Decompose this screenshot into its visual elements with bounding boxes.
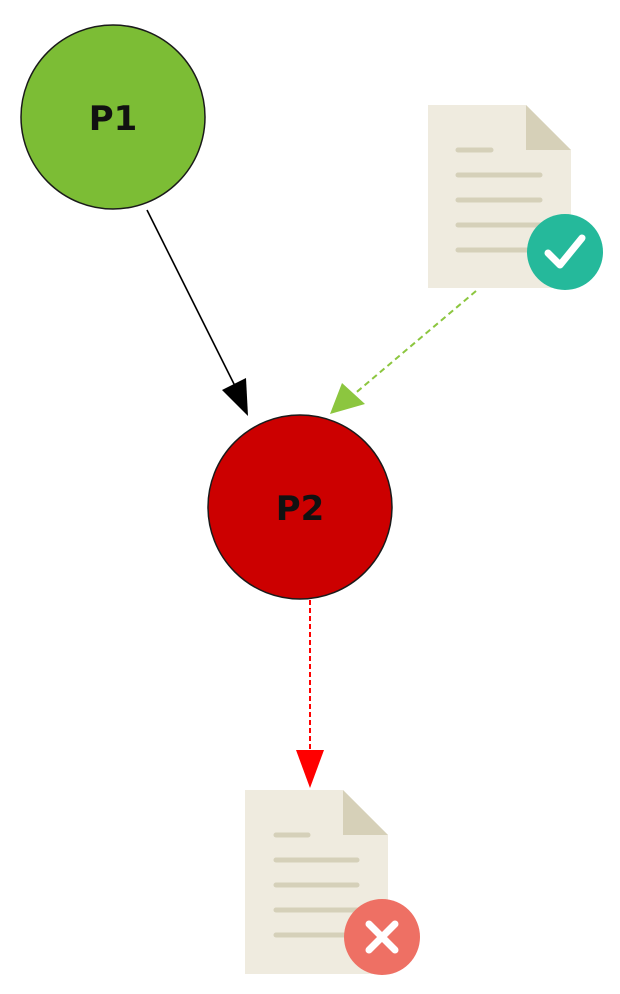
node-p1-label: P1 <box>89 99 138 139</box>
check-badge-icon <box>527 214 603 290</box>
edge-p1-to-p2-arrowhead <box>222 378 248 416</box>
cross-badge-icon <box>344 899 420 975</box>
invalid-document[interactable] <box>245 790 420 975</box>
edge-valid-document-to-p2 <box>330 290 477 414</box>
node-p2-circle[interactable] <box>207 414 393 600</box>
node-p1[interactable]: P1 <box>20 24 206 210</box>
edge-p2-to-invalid-document <box>296 600 324 788</box>
edge-p1-to-p2-line <box>146 209 237 389</box>
invalid-document-text-lines <box>273 832 360 938</box>
node-p2-label: P2 <box>276 489 325 529</box>
valid-document-fold <box>526 105 571 150</box>
edge-p2-to-invalid-document-arrowhead <box>296 750 324 788</box>
valid-document-text-lines <box>455 147 543 253</box>
valid-document[interactable] <box>428 105 603 290</box>
edge-valid-document-to-p2-line <box>351 290 477 397</box>
node-p2[interactable]: P2 <box>207 414 393 600</box>
edge-valid-document-to-p2-arrowhead <box>330 383 365 414</box>
node-p1-circle[interactable] <box>20 24 206 210</box>
edge-p1-to-p2 <box>146 209 248 416</box>
invalid-document-fold <box>343 790 388 835</box>
